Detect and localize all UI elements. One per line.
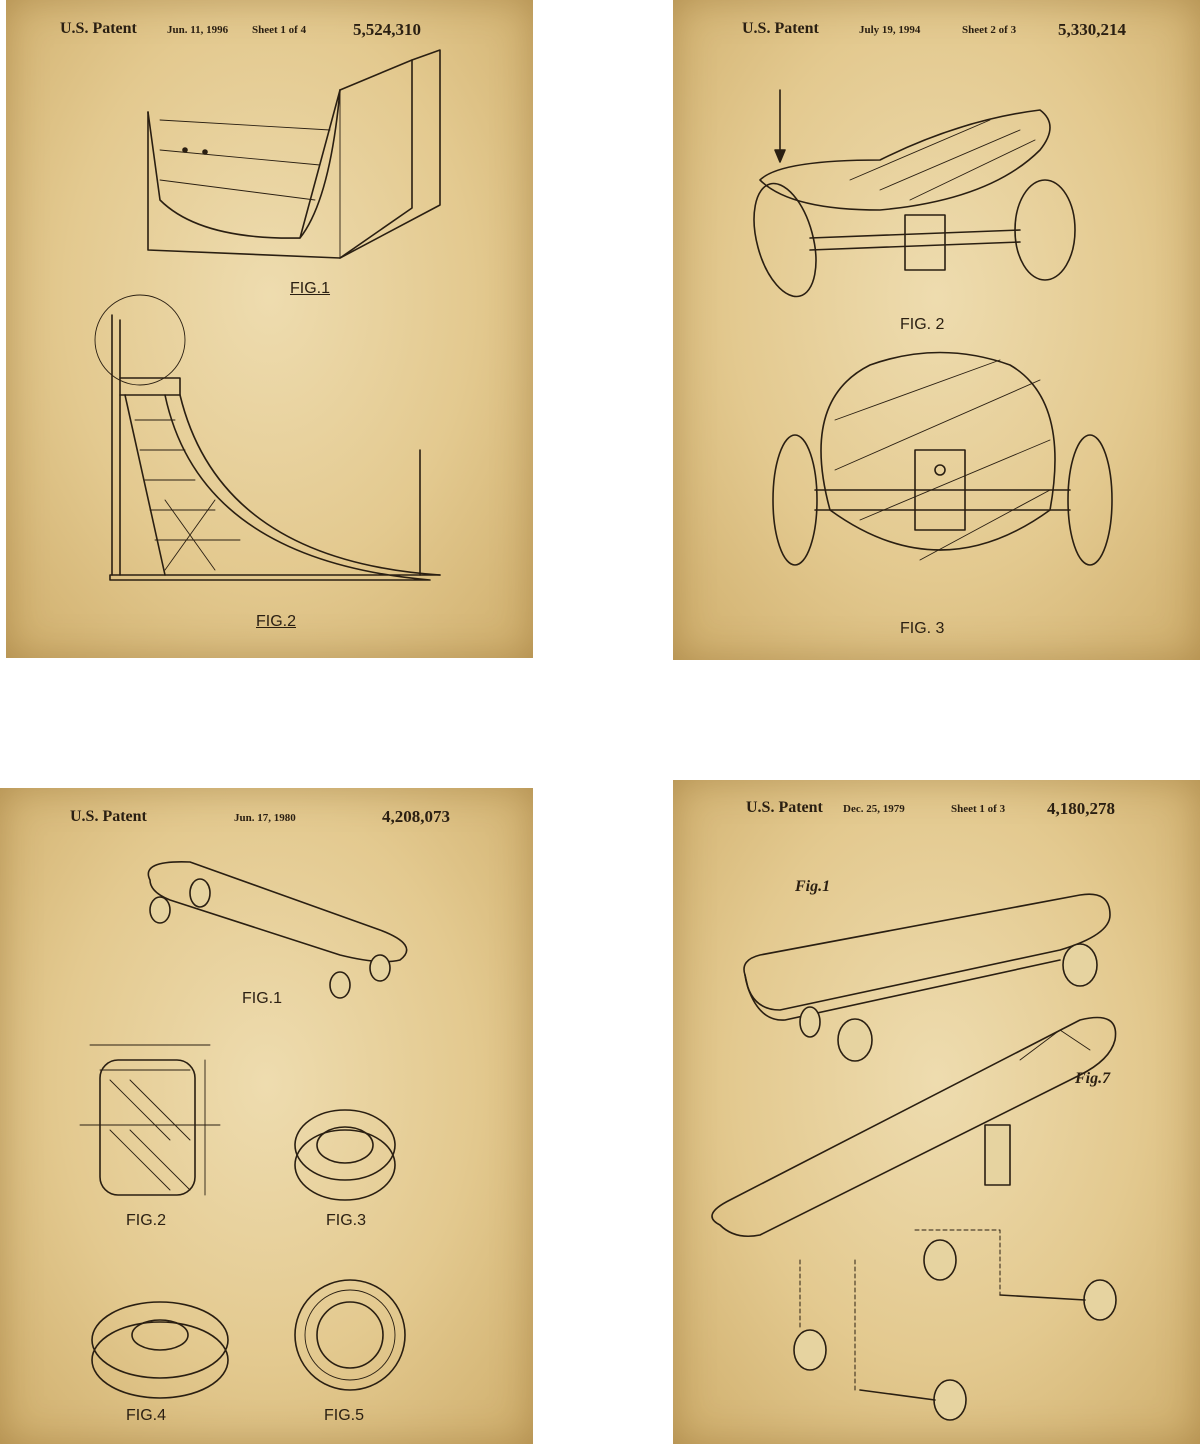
figure-label: FIG.5 (324, 1407, 365, 1424)
figure-label: Fig.1 (795, 878, 831, 895)
patent-label: U.S. Patent (70, 808, 147, 825)
figure-label: FIG.1 (242, 990, 283, 1007)
patent-label: U.S. Patent (742, 20, 819, 37)
figure-label: FIG.2 (126, 1212, 167, 1229)
patent-date: Jun. 11, 1996 (167, 24, 229, 36)
patent-sheet: Sheet 1 of 3 (951, 803, 1006, 815)
patent-number: 4,180,278 (1047, 799, 1115, 818)
figure-label: FIG. 3 (900, 620, 945, 637)
patent-date: Jun. 17, 1980 (234, 812, 296, 824)
figure-label: FIG.1 (290, 280, 331, 297)
patent-number: 5,330,214 (1058, 20, 1126, 39)
figure-label: FIG. 2 (900, 316, 945, 333)
figure-label: FIG.4 (126, 1407, 167, 1424)
figure-label: FIG.3 (326, 1212, 367, 1229)
patent-number: 5,524,310 (353, 20, 421, 39)
patent-poster-skateboard-exploded (673, 780, 1200, 1444)
patent-date: Dec. 25, 1979 (843, 803, 905, 815)
patent-sheet: Sheet 2 of 3 (962, 24, 1017, 36)
patent-poster-skateboard-wheel (0, 788, 533, 1444)
patent-label: U.S. Patent (746, 799, 823, 816)
patent-label: U.S. Patent (60, 20, 137, 37)
patent-number: 4,208,073 (382, 807, 450, 826)
patent-poster-half-pipe (6, 0, 533, 658)
figure-label: Fig.7 (1075, 1070, 1111, 1087)
figure-label: FIG.2 (256, 613, 297, 630)
patent-sheet: Sheet 1 of 4 (252, 24, 307, 36)
patent-date: July 19, 1994 (859, 24, 921, 36)
